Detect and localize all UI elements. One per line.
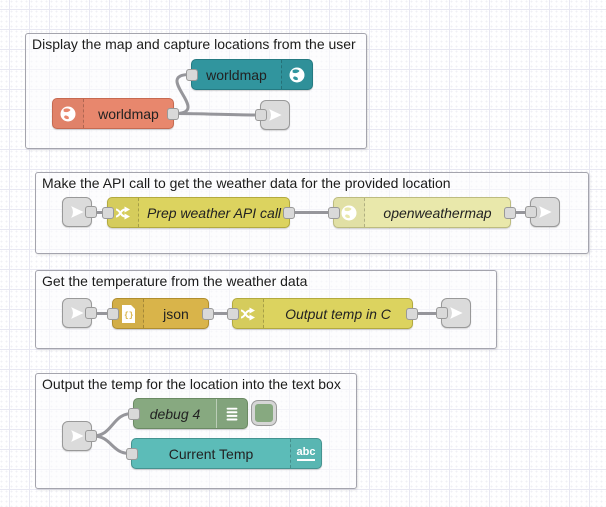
output-port[interactable] <box>504 206 516 219</box>
input-port[interactable] <box>328 206 340 219</box>
wire[interactable] <box>173 112 261 117</box>
link-out-node[interactable] <box>525 197 560 227</box>
output-port[interactable] <box>202 307 214 320</box>
link-icon <box>269 109 282 121</box>
node-worldmap-events[interactable]: worldmap <box>52 98 179 129</box>
node-openweathermap[interactable]: openweathermap <box>328 197 516 228</box>
group-label: Output the temp for the location into th… <box>42 376 341 392</box>
output-port[interactable] <box>167 107 179 120</box>
link-out-node[interactable] <box>436 298 471 328</box>
link-in-node[interactable] <box>62 298 97 328</box>
function-icon <box>233 299 264 328</box>
input-port[interactable] <box>525 206 537 218</box>
debug-toggle-button[interactable] <box>252 401 276 425</box>
abc-text-icon: abc <box>290 439 321 468</box>
node-label: debug 4 <box>149 405 201 422</box>
input-port[interactable] <box>102 206 114 219</box>
link-icon <box>71 430 84 442</box>
node-label: openweathermap <box>383 204 492 221</box>
json-icon: {} <box>113 299 144 328</box>
node-label: Output temp in C <box>285 305 391 322</box>
input-port[interactable] <box>436 307 448 319</box>
output-port[interactable] <box>406 307 418 320</box>
group-display-map[interactable]: Display the map and capture locations fr… <box>25 33 367 149</box>
link-in-node[interactable] <box>62 197 97 227</box>
node-label: worldmap <box>206 66 267 83</box>
output-port[interactable] <box>283 206 295 219</box>
node-label: json <box>163 305 189 322</box>
input-port[interactable] <box>126 447 138 460</box>
globe-icon <box>53 99 84 128</box>
group-label: Get the temperature from the weather dat… <box>42 273 308 289</box>
input-port[interactable] <box>128 407 140 420</box>
group-label: Display the map and capture locations fr… <box>32 36 356 52</box>
link-icon <box>71 307 84 319</box>
node-debug[interactable]: debug 4 <box>128 398 248 429</box>
group-output-temp[interactable]: Output the temp for the location into th… <box>35 373 357 489</box>
node-label: worldmap <box>98 105 159 122</box>
node-current-temp-text[interactable]: Current Temp abc <box>126 438 322 469</box>
link-icon <box>71 206 84 218</box>
node-label: Prep weather API call <box>146 204 282 221</box>
globe-icon <box>281 60 312 89</box>
input-port[interactable] <box>107 307 119 320</box>
node-json-parser[interactable]: {} json <box>107 298 214 329</box>
node-label: Current Temp <box>168 445 254 462</box>
link-icon <box>539 206 552 218</box>
svg-text:{}: {} <box>124 311 134 320</box>
input-port[interactable] <box>255 109 267 121</box>
wire[interactable] <box>91 412 134 438</box>
group-label: Make the API call to get the weather dat… <box>42 175 451 191</box>
globe-icon <box>334 198 365 227</box>
node-prep-weather-function[interactable]: Prep weather API call <box>102 197 295 228</box>
node-worldmap-display[interactable]: worldmap <box>186 59 313 90</box>
function-icon <box>108 198 139 227</box>
link-out-node[interactable] <box>255 100 290 130</box>
node-output-temp-function[interactable]: Output temp in C <box>227 298 418 329</box>
link-in-node[interactable] <box>62 421 97 451</box>
wire[interactable] <box>173 73 192 115</box>
input-port[interactable] <box>227 307 239 320</box>
wire[interactable] <box>91 434 132 455</box>
output-port[interactable] <box>85 430 97 442</box>
input-port[interactable] <box>186 68 198 81</box>
output-port[interactable] <box>85 206 97 218</box>
debug-list-icon <box>216 399 247 428</box>
link-icon <box>450 307 463 319</box>
output-port[interactable] <box>85 307 97 319</box>
